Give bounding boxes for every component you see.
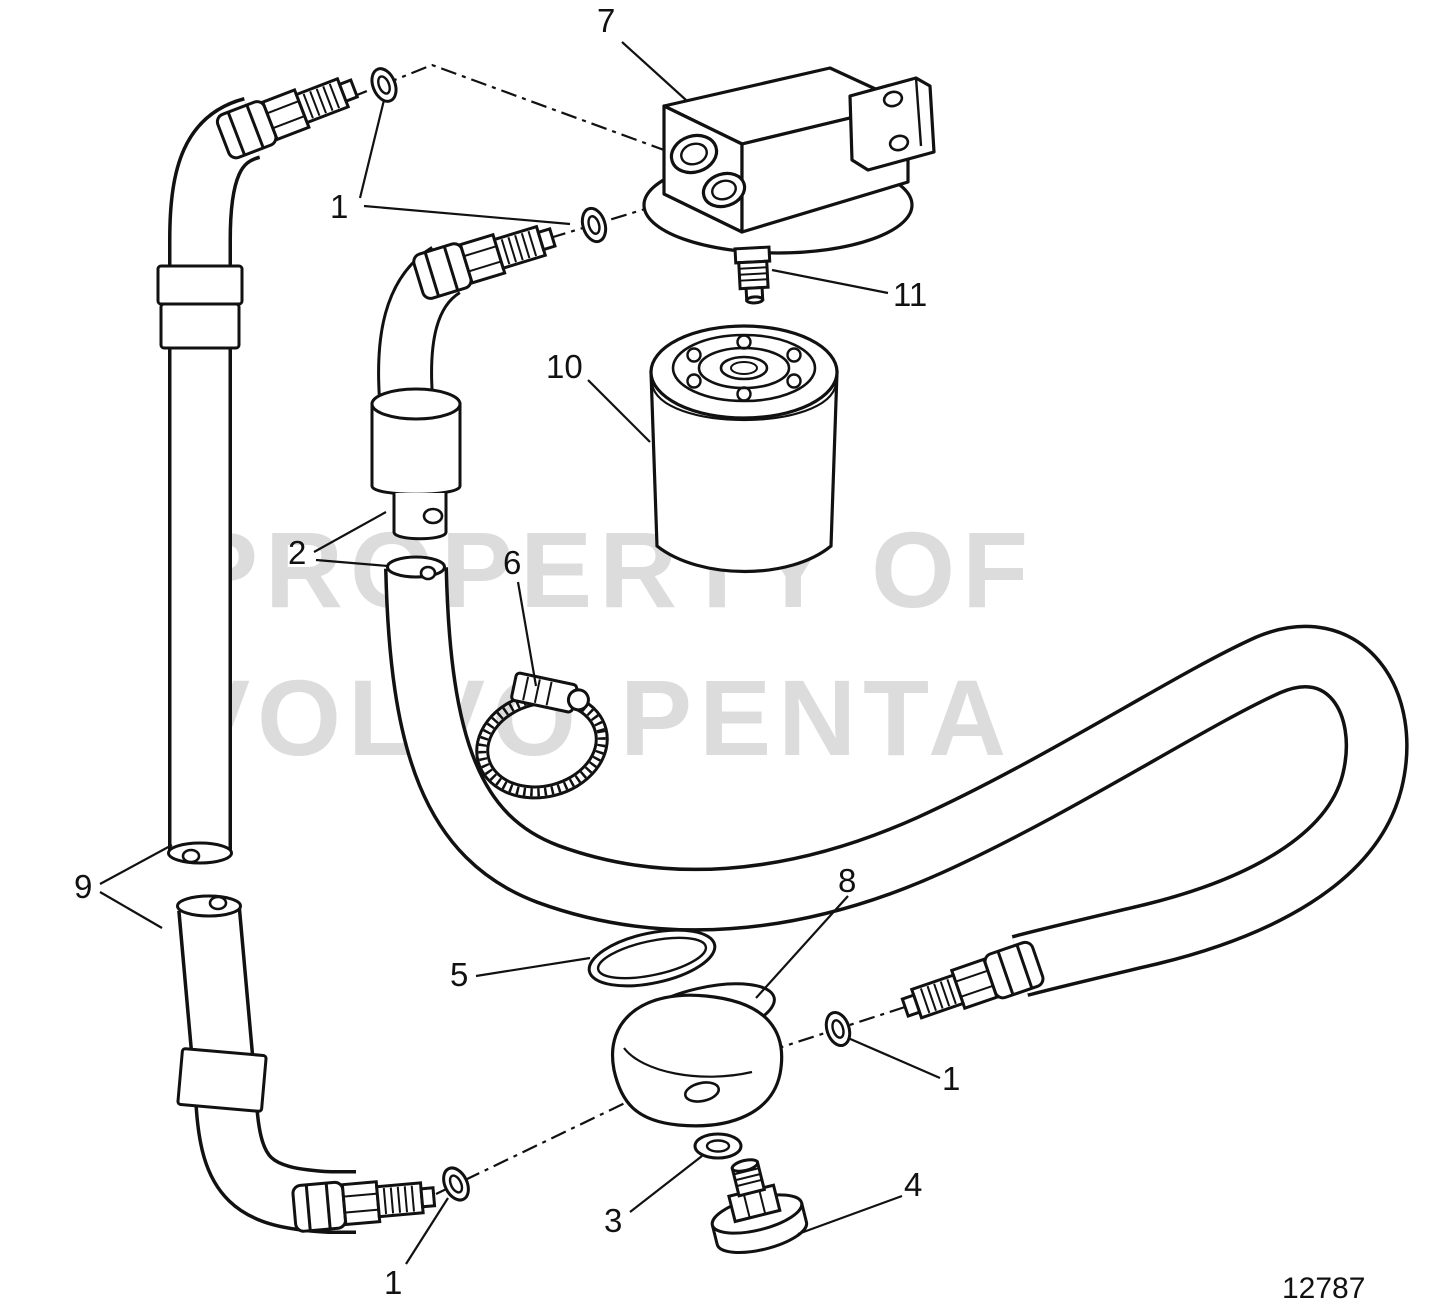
callout-2: 2 <box>288 534 307 571</box>
hose-upper-left <box>168 97 262 852</box>
hose-long-loop <box>384 567 1409 997</box>
mounting-bracket <box>848 76 936 172</box>
hose-collars <box>156 264 268 1113</box>
callout-7: 7 <box>597 2 616 39</box>
callout-4: 4 <box>904 1166 923 1203</box>
sealing-washer-top-b <box>577 204 611 246</box>
sealing-washer-right <box>820 1007 856 1051</box>
callout-9: 9 <box>74 868 93 905</box>
hose-end-caps <box>167 555 446 918</box>
elbow-fitting-middle <box>410 213 561 302</box>
callout-1-right: 1 <box>942 1060 961 1097</box>
callout-1-top: 1 <box>330 188 349 225</box>
callout-5: 5 <box>450 956 469 993</box>
sealing-washer-top-a <box>365 63 403 107</box>
sealing-washer-bottom <box>437 1162 475 1206</box>
filter-adapter-cover <box>611 982 784 1128</box>
drain-plug <box>710 1158 809 1255</box>
callout-10: 10 <box>546 348 583 385</box>
callout-8: 8 <box>838 862 857 899</box>
elbow-fitting-top-left <box>213 65 364 162</box>
leader-lines <box>99 41 941 1265</box>
oil-filter-cartridge <box>649 324 839 573</box>
callout-6: 6 <box>503 544 522 581</box>
callout-1-bottom: 1 <box>384 1264 403 1301</box>
callout-11: 11 <box>893 276 928 313</box>
sealing-ring <box>693 1132 743 1160</box>
hose-fitting-right <box>896 938 1047 1031</box>
connection-nipple <box>733 245 772 305</box>
oil-filter-housing <box>642 66 936 255</box>
o-ring <box>587 928 717 988</box>
watermark-line-1: PROPERTY OF <box>186 509 1036 630</box>
hose-connector <box>370 387 462 541</box>
figure-number: 12787 <box>1282 1272 1366 1305</box>
callout-3: 3 <box>604 1202 623 1239</box>
hose-clamp <box>475 671 609 800</box>
